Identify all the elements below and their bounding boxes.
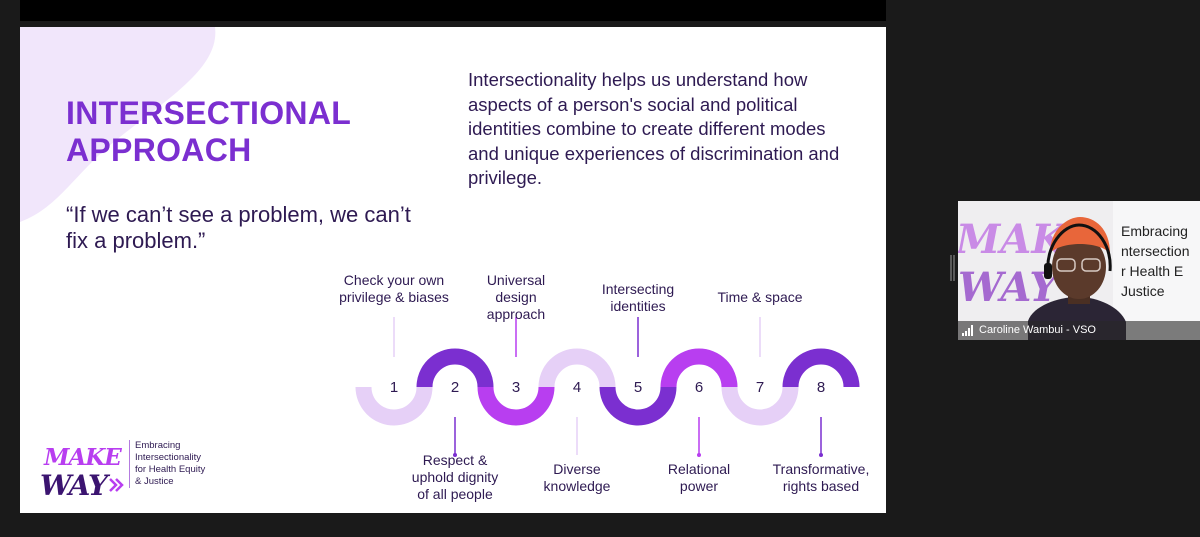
logo-word-make: MAKE <box>43 444 122 471</box>
step-3-label: Universal design approach <box>471 272 561 323</box>
step-2-number: 2 <box>451 379 459 396</box>
participant-video-feed: MAKE WAY Embracing ntersection r Health … <box>958 201 1200 340</box>
step-1-number: 1 <box>390 379 398 396</box>
signal-bars-icon <box>962 325 974 336</box>
video-bg-text-4: Justice <box>1121 283 1165 299</box>
logo-word-way: WAY <box>40 469 111 502</box>
step-6-number: 6 <box>695 379 703 396</box>
brand-tagline-line-4: & Justice <box>135 476 225 488</box>
screen-share-top-bar <box>20 0 886 21</box>
video-bg-text-1: Embracing <box>1121 223 1188 239</box>
step-5-number: 5 <box>634 379 642 396</box>
make-way-logo: MAKE WAY <box>38 439 128 503</box>
video-bg-text-2: ntersection <box>1121 243 1189 259</box>
step-6-label: Relational power <box>654 461 744 495</box>
video-bg-text-3: r Health E <box>1121 263 1183 279</box>
step-1-label: Check your own privilege & biases <box>329 272 459 306</box>
step-4-label: Diverse knowledge <box>537 461 617 495</box>
headset-earpiece-icon <box>1044 263 1052 279</box>
panel-resize-handle[interactable] <box>950 255 955 281</box>
step-2-label: Respect & uphold dignity of all people <box>405 452 505 503</box>
brand-tagline: Embracing Intersectionality for Health E… <box>129 440 225 488</box>
participant-name-bar: Caroline Wambui - VSO <box>958 321 1200 340</box>
step-8-number: 8 <box>817 379 825 396</box>
brand-tagline-line-3: for Health Equity <box>135 464 225 476</box>
logo-chevrons-icon <box>110 479 122 491</box>
participant-name: Caroline Wambui - VSO <box>979 321 1096 340</box>
step-4-number: 4 <box>573 379 581 396</box>
step-7-label: Time & space <box>700 289 820 306</box>
step-5-label: Intersecting identities <box>588 281 688 315</box>
brand-tagline-line-2: Intersectionality <box>135 452 225 464</box>
step-6-connector-dot <box>697 453 701 457</box>
step-3-number: 3 <box>512 379 520 396</box>
step-8-connector-dot <box>819 453 823 457</box>
participant-video-tile[interactable]: MAKE WAY Embracing ntersection r Health … <box>958 201 1200 340</box>
brand-tagline-line-1: Embracing <box>135 440 225 452</box>
step-7-number: 7 <box>756 379 764 396</box>
step-8-label: Transformative, rights based <box>764 461 878 495</box>
presentation-slide: INTERSECTIONAL APPROACH “If we can’t see… <box>20 27 886 513</box>
